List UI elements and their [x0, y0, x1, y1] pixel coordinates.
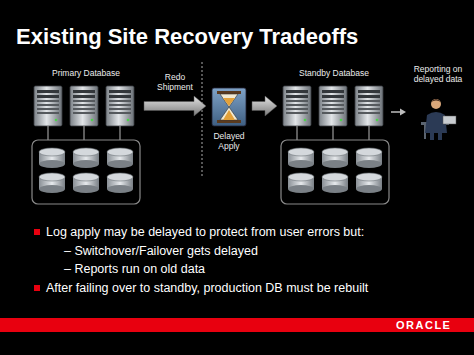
report-link — [391, 109, 406, 116]
bullet-mark — [34, 229, 40, 235]
primary-servers — [32, 86, 140, 204]
server-group: Primary Database — [28, 66, 144, 208]
server-group: Standby Database — [277, 66, 391, 208]
edge-label: Redo Shipment — [149, 72, 201, 92]
bullet-mark — [34, 285, 40, 291]
node-label: Delayed Apply — [208, 131, 250, 151]
reporting-user-box: Reporting on delayed data — [406, 62, 470, 142]
slide-title: Existing Site Recovery Tradeoffs — [16, 24, 358, 50]
node-label: Primary Database — [31, 68, 141, 78]
user-figure — [421, 99, 456, 140]
bullet-text: Log apply may be delayed to protect from… — [46, 225, 364, 240]
shipment-arrow — [144, 96, 206, 116]
hourglass-icon — [212, 88, 246, 126]
delay-icon-box: Delayed Apply — [206, 86, 252, 152]
site-divider — [202, 62, 203, 178]
sub-bullet-text: – Switchover/Failover gets delayed — [64, 244, 258, 259]
apply-arrow — [252, 96, 277, 116]
bullet-text: After failing over to standby, productio… — [46, 281, 368, 296]
brand-logo: ORACLE — [396, 318, 451, 332]
sub-bullet-text: – Reports run on old data — [64, 262, 205, 277]
node-label: Standby Database — [279, 68, 389, 78]
standby-servers — [281, 86, 389, 204]
brand-bar — [0, 318, 474, 332]
node-label: Reporting on delayed data — [406, 64, 470, 84]
